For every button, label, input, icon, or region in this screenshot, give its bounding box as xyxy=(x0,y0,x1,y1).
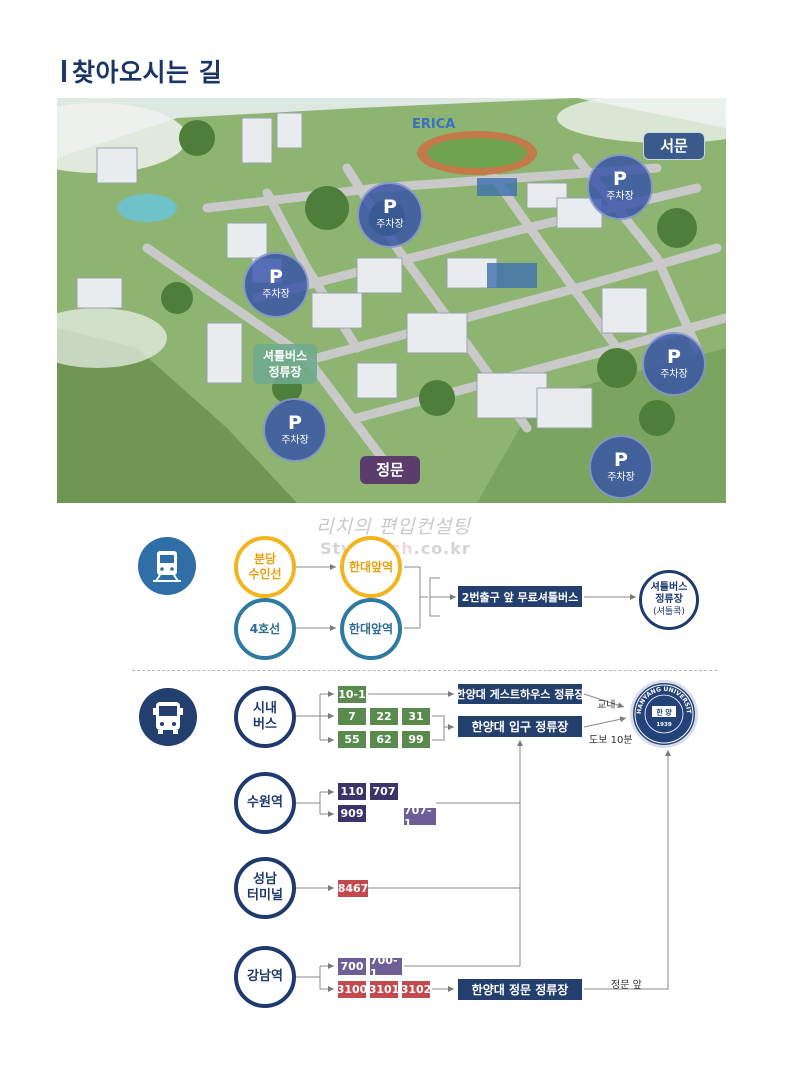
line-suin-name: 수인선 xyxy=(248,567,282,581)
shuttle-stop-node: 셔틀버스 정류장 (셔틀콕) xyxy=(639,570,699,630)
station-bundang-node: 한대앞역 xyxy=(340,536,402,598)
line-4-name: 4호선 xyxy=(249,621,281,636)
gangnam-label: 강남역 xyxy=(247,968,283,984)
watermark-text: 리치의 편입컨설팅 xyxy=(316,516,471,538)
seal-year-text: 1939 xyxy=(656,722,671,728)
shuttle-stop-line2: 정류장 xyxy=(268,365,302,379)
bus-route-chip: 3100 xyxy=(336,981,368,998)
bus-route-chip: 110 xyxy=(338,783,366,800)
bus-route-chip: 700 xyxy=(338,958,366,975)
shuttle-stop-line1: 셔틀버스 xyxy=(262,349,308,363)
parking-marker: P 주차장 xyxy=(243,252,309,318)
seongnam-line1: 성남 xyxy=(253,871,277,887)
parking-icon: P xyxy=(614,449,628,471)
bus-route-chip: 99 xyxy=(402,731,430,748)
parking-marker: P 주차장 xyxy=(587,154,653,220)
parking-marker: P 주차장 xyxy=(357,182,423,248)
bus-route-chip: 700-1 xyxy=(370,954,402,980)
guesthouse-stop-box: 한양대 게스트하우스 정류장 xyxy=(455,684,585,704)
west-gate-label: 서문 xyxy=(643,132,705,160)
suwon-station-node: 수원역 xyxy=(234,772,296,834)
entrance-stop-box: 한양대 입구 정류장 xyxy=(458,716,582,737)
bus-route-chip: 3101 xyxy=(368,981,400,998)
shuttle-bus-box: 2번출구 앞 무료셔틀버스 xyxy=(458,586,582,607)
bus-route-chip: 707 xyxy=(370,783,398,800)
seal-center-text: 한 양 xyxy=(656,708,672,717)
subway-category xyxy=(138,537,196,595)
bus-route-chip: 7 xyxy=(338,708,366,725)
parking-icon: P xyxy=(383,196,397,218)
bus-route-chip: 10-1 xyxy=(338,686,366,703)
campus-note: 교내 xyxy=(597,700,616,711)
map-logo: ERICA xyxy=(412,117,455,132)
seongnam-terminal-node: 성남 터미널 xyxy=(234,857,296,919)
watermark-suffix: .co.kr xyxy=(413,539,471,558)
bus-route-chip: 55 xyxy=(338,731,366,748)
bus-category xyxy=(139,688,197,746)
parking-marker: P 주차장 xyxy=(589,435,653,499)
main-gate-stop-box: 한양대 정문 정류장 xyxy=(458,979,582,1000)
station-line4-node: 한대앞역 xyxy=(340,598,402,660)
bus-icon xyxy=(153,702,183,734)
bus-route-chip: 3102 xyxy=(400,981,432,998)
shuttle-stop-label: 셔틀버스 정류장 xyxy=(253,344,317,384)
city-bus-line1: 시내 xyxy=(253,700,277,716)
campus-map: ERICA P 주차장 P 주차장 P 주차장 P 주차장 P 주차장 P 주차… xyxy=(57,98,726,503)
gangnam-station-node: 강남역 xyxy=(234,946,296,1008)
bus-route-chip: 8467 xyxy=(337,880,369,897)
seongnam-line2: 터미널 xyxy=(247,888,283,903)
parking-marker: P 주차장 xyxy=(642,332,706,396)
parking-label: 주차장 xyxy=(262,289,290,300)
parking-marker: P 주차장 xyxy=(263,398,327,462)
shuttle-dest-line1: 셔틀버스 xyxy=(650,582,688,593)
parking-icon: P xyxy=(667,346,681,368)
station-name: 한대앞역 xyxy=(348,621,394,636)
station-name: 한대앞역 xyxy=(348,559,394,574)
bus-route-chip: 22 xyxy=(370,708,398,725)
parking-icon: P xyxy=(288,412,302,434)
section-divider xyxy=(132,670,717,671)
page-title: 찾아오시는 길 xyxy=(72,58,223,87)
suwon-label: 수원역 xyxy=(247,794,283,810)
bus-route-chip: 31 xyxy=(402,708,430,725)
parking-label: 주차장 xyxy=(606,191,634,202)
bus-route-chip: 909 xyxy=(338,805,366,822)
parking-label: 주차장 xyxy=(281,435,309,446)
line-bundang-node: 분당 수인선 xyxy=(234,536,296,598)
parking-label: 주차장 xyxy=(376,219,404,230)
main-gate-label: 정문 xyxy=(360,456,420,484)
title-accent-bar xyxy=(62,60,66,82)
seal-emblem: HANYANG UNIVERSITY 한 양 1939 xyxy=(633,683,694,744)
city-bus-line2: 버스 xyxy=(253,717,277,732)
shuttle-dest-line2: 정류장 xyxy=(655,594,683,605)
university-seal: HANYANG UNIVERSITY 한 양 1939 xyxy=(630,680,698,748)
bus-route-chip: 62 xyxy=(370,731,398,748)
main-gate-note: 정문 앞 xyxy=(611,980,642,991)
parking-label: 주차장 xyxy=(660,369,688,380)
city-bus-node: 시내 버스 xyxy=(234,686,296,748)
parking-label: 주차장 xyxy=(607,472,635,483)
bus-route-chip: 707-1 xyxy=(404,804,436,830)
parking-icon: P xyxy=(613,168,627,190)
line-4-node: 4호선 xyxy=(234,598,296,660)
train-icon xyxy=(153,551,181,582)
shuttle-dest-sub: (셔틀콕) xyxy=(653,607,685,617)
line-bundang-name: 분당 xyxy=(253,552,277,566)
walk-note: 도보 10분 xyxy=(589,735,633,746)
parking-icon: P xyxy=(269,266,283,288)
